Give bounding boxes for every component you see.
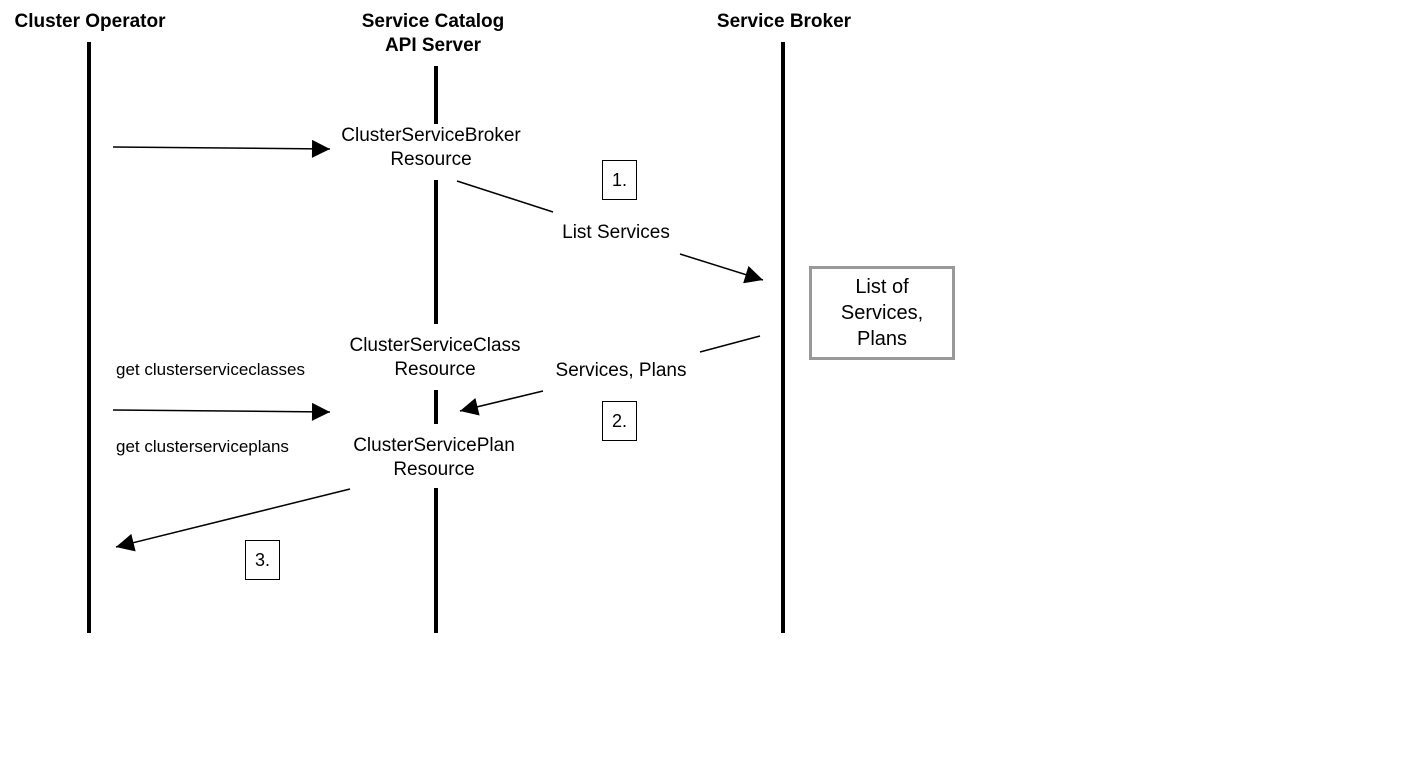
list-services-arrow-start [456, 180, 554, 213]
get-plans-label: get clusterserviceplans [116, 437, 289, 456]
broker-resource-line2: Resource [390, 149, 472, 170]
api-server-header-line2: API Server [384, 35, 482, 56]
response-arrow [115, 488, 351, 552]
note-line2: Services, [840, 302, 924, 324]
broker-header: Service Broker [716, 11, 852, 32]
list-services-label: List Services [553, 213, 679, 253]
services-plans-note: List of Services, Plans [809, 266, 955, 360]
step-3-marker: 3. [245, 540, 280, 580]
cluster-service-plan-resource: ClusterServicePlan Resource [342, 424, 526, 488]
create-broker-arrow [112, 139, 331, 158]
services-plans-arrow [459, 390, 544, 416]
get-classes-label: get clusterserviceclasses [116, 360, 305, 379]
broker-resource-line1: ClusterServiceBroker [341, 125, 521, 146]
note-line3: Plans [856, 328, 908, 350]
class-resource-line2: Resource [394, 359, 476, 380]
list-services-arrow [679, 253, 764, 284]
operator-header: Cluster Operator [14, 11, 166, 32]
cluster-service-broker-resource: ClusterServiceBroker Resource [335, 124, 527, 180]
api-server-header: Service Catalog API Server [333, 10, 533, 58]
services-plans-arrow-start [699, 335, 761, 353]
api-server-header-line1: Service Catalog [361, 11, 505, 32]
get-resources-arrow [112, 402, 331, 421]
cluster-service-class-resource: ClusterServiceClass Resource [340, 324, 530, 390]
plan-resource-line1: ClusterServicePlan [353, 435, 515, 456]
step-1-marker: 1. [602, 160, 637, 200]
services-plans-label: Services, Plans [546, 350, 696, 392]
note-line1: List of [855, 276, 909, 298]
plan-resource-line2: Resource [393, 459, 475, 480]
class-resource-line1: ClusterServiceClass [349, 335, 521, 356]
step-2-marker: 2. [602, 401, 637, 441]
